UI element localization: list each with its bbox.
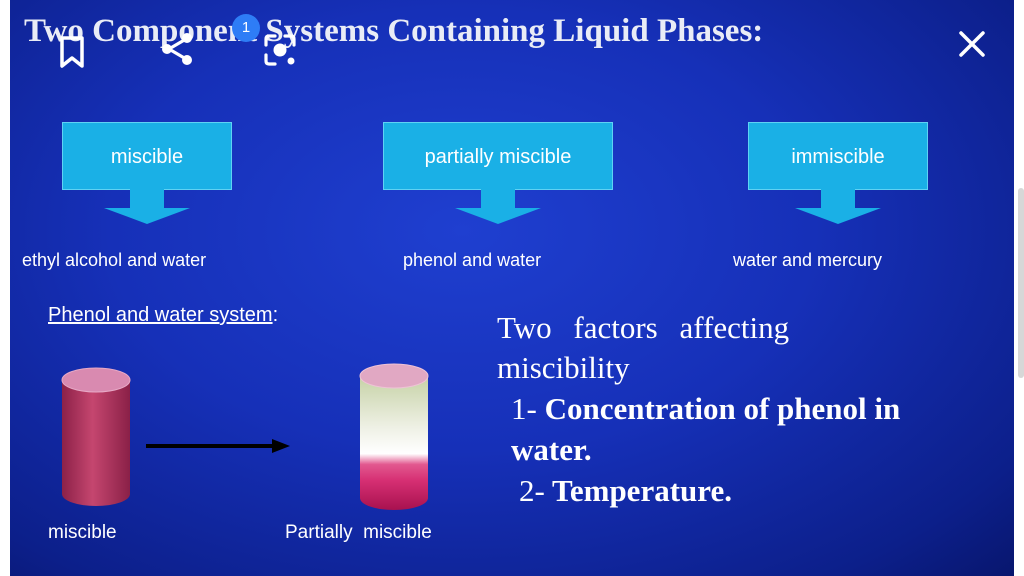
miscible-tube — [60, 366, 132, 510]
category-example: phenol and water — [403, 250, 541, 271]
down-arrow-icon — [795, 208, 881, 224]
arrow-stem — [821, 189, 855, 209]
tube-label: miscible — [48, 522, 117, 544]
bookmark-button[interactable] — [48, 28, 96, 76]
slide: Two Component Systems Containing Liquid … — [10, 0, 1014, 576]
notification-badge: 1 — [232, 14, 260, 42]
factors-block: Two factors affecting miscibility 1- Con… — [497, 308, 917, 511]
down-arrow-icon — [104, 208, 190, 224]
factor-item: 2- Temperature. — [519, 470, 917, 511]
close-button[interactable] — [948, 20, 996, 68]
bookmark-icon — [57, 35, 87, 69]
section-title: Phenol and water system: — [48, 304, 278, 327]
scroll-handle[interactable] — [1018, 188, 1024, 378]
category-box: partially miscible — [383, 122, 613, 190]
factor-item: 1- Concentration of phenol in water. — [511, 388, 917, 470]
down-arrow-icon — [455, 208, 541, 224]
category-box: miscible — [62, 122, 232, 190]
close-icon — [957, 29, 987, 59]
share-icon — [157, 29, 197, 69]
arrow-stem — [481, 189, 515, 209]
partially-miscible-tube — [358, 362, 430, 512]
category-box: immiscible — [748, 122, 928, 190]
arrow-stem — [130, 189, 164, 209]
right-arrow-icon — [146, 436, 292, 456]
lens-button[interactable] — [252, 24, 308, 76]
tube-label: Partially miscible — [285, 522, 432, 544]
lens-icon — [260, 30, 300, 70]
share-button[interactable] — [152, 24, 202, 74]
category-example: ethyl alcohol and water — [22, 250, 206, 271]
factors-title: Two factors affecting miscibility — [497, 308, 917, 388]
category-example: water and mercury — [733, 250, 882, 271]
